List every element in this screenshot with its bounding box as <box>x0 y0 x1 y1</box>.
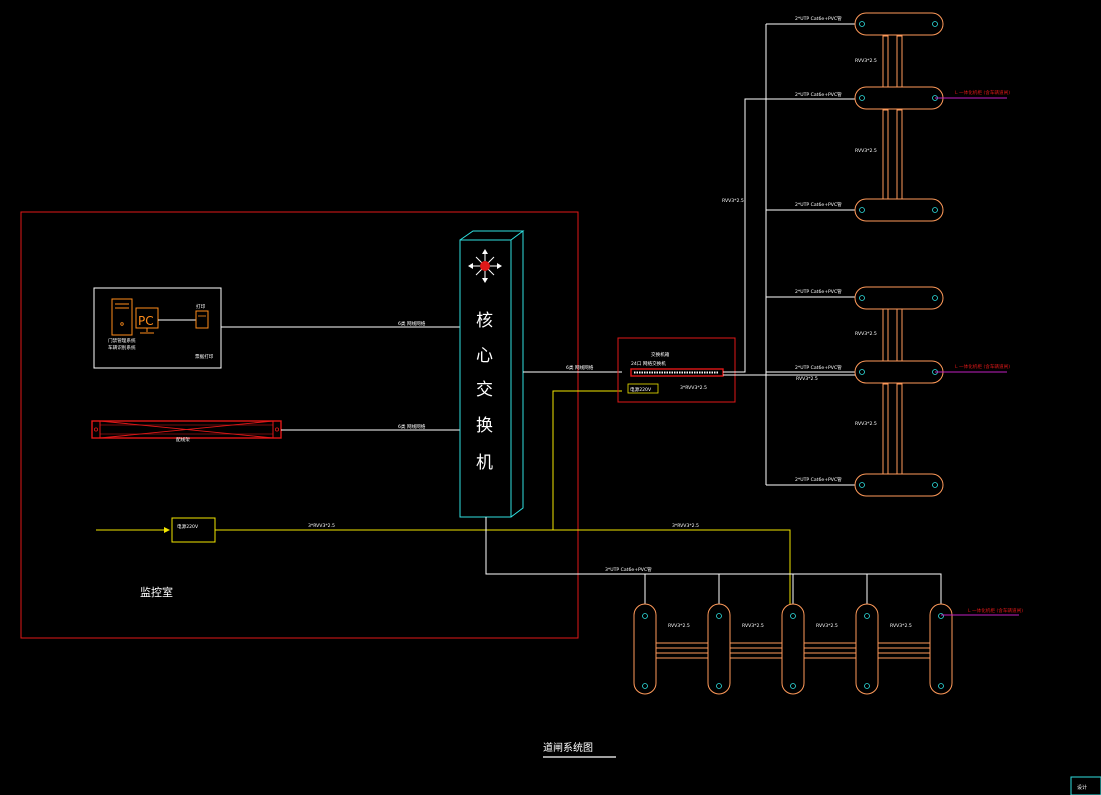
power-cable-switch-box <box>552 390 622 530</box>
patch-panel-label: 配线架 <box>176 436 190 443</box>
gate-unit-c2[interactable] <box>707 603 731 695</box>
side-note-c: L 一体化机柜 (含车辆道闸) <box>968 607 1023 614</box>
rvv-label-b1: RVV3*2.5 <box>855 331 877 337</box>
power-label: 电源220V <box>177 523 199 530</box>
bottom-trunk-label: 3*UTP Cat6e+PVC管 <box>605 566 652 573</box>
bottom-trunk-line <box>485 517 942 604</box>
printer-icon <box>195 310 209 329</box>
corner-tag: 设计 <box>1077 784 1087 791</box>
gate-unit-c3[interactable] <box>781 603 805 695</box>
gate-unit-b3[interactable] <box>854 473 944 497</box>
branch-label-2: 2*UTP Cat6e+PVC管 <box>795 91 842 98</box>
switch-box-cable: 3*RVV3*2.5 <box>680 385 707 391</box>
gate-group-b[interactable] <box>854 286 944 497</box>
rvv-label-c4: RVV3*2.5 <box>890 623 912 629</box>
pc-label: PC <box>138 314 154 328</box>
gate-unit-b2[interactable] <box>854 360 944 384</box>
power-input <box>96 527 170 533</box>
network-hub-icon <box>468 249 502 283</box>
branch-label-4: 2*UTP Cat6e+PVC管 <box>795 288 842 295</box>
branch-label-1: 2*UTP Cat6e+PVC管 <box>795 15 842 22</box>
branch-label-5: 2*UTP Cat6e+PVC管 <box>795 364 842 371</box>
barrier-arm-a-posts <box>882 35 903 200</box>
core-switch[interactable]: 核 心 交 换 机 <box>459 230 525 518</box>
trunk-cable-label: RVV3*2.5 <box>722 198 744 204</box>
pc-tower-icon <box>111 298 133 336</box>
core-switch-char-5: 机 <box>476 453 493 473</box>
corner-tag-box <box>1070 776 1101 795</box>
pc-caption-1: 门禁管理系统 <box>108 337 136 344</box>
gate-group-c[interactable] <box>633 603 953 695</box>
power-cable-label-1: 3*RVV3*2.5 <box>308 523 335 529</box>
side-note-a: L 一体化机柜 (含车辆道闸) <box>955 89 1010 96</box>
core-switch-char-4: 换 <box>476 416 493 436</box>
switch-box-sub: 24口 网络交换机 <box>631 360 666 367</box>
power-supply-box[interactable] <box>171 517 216 543</box>
barrier-arm-b-posts <box>882 308 903 475</box>
monitor-room-boundary <box>20 211 579 639</box>
rvv-label-c3: RVV3*2.5 <box>816 623 838 629</box>
pc-monitor-icon: PC <box>135 307 159 334</box>
rvv-label-b2: RVV3*2.5 <box>855 421 877 427</box>
switch-box-power: 电源220V <box>630 386 652 393</box>
trunk-rvv-label: RVV3*2.5 <box>796 376 818 382</box>
branch-label-6: 2*UTP Cat6e+PVC管 <box>795 476 842 483</box>
rvv-label-c1: RVV3*2.5 <box>668 623 690 629</box>
link-label-1: 6类 网线网络 <box>398 320 426 327</box>
pc-workstation[interactable]: PC 打印 门禁管理系统 车辆识别系统 票据打印 <box>93 287 222 369</box>
core-switch-char-1: 核 <box>476 311 493 331</box>
power-cable-label-2: 3*RVV3*2.5 <box>672 523 699 529</box>
trunk-line-upper <box>723 98 855 373</box>
link-label-2: 6类 网线网络 <box>398 423 426 430</box>
link-label-3: 6类 网线网络 <box>566 364 594 371</box>
switch-box[interactable] <box>617 337 736 403</box>
printer-caption: 票据打印 <box>195 353 214 360</box>
patch-panel-rack[interactable] <box>91 420 282 439</box>
gate-unit-c1[interactable] <box>633 603 657 695</box>
side-note-b: L 一体化机柜 (含车辆道闸) <box>955 363 1010 370</box>
rvv-label-a2: RVV3*2.5 <box>855 148 877 154</box>
diagram-title: 道闸系统图 <box>543 741 593 754</box>
gate-group-a[interactable] <box>854 12 944 222</box>
monitor-room-label: 监控室 <box>140 585 173 599</box>
rvv-label-a1: RVV3*2.5 <box>855 58 877 64</box>
gate-unit-a2[interactable] <box>854 86 944 110</box>
core-switch-char-2: 心 <box>476 346 493 366</box>
switch-box-title: 交换机箱 <box>651 351 670 358</box>
pc-caption-2: 车辆识别系统 <box>108 344 136 351</box>
branch-label-3: 2*UTP Cat6e+PVC管 <box>795 201 842 208</box>
core-switch-char-3: 交 <box>476 380 493 400</box>
gate-unit-b1[interactable] <box>854 286 944 310</box>
printer-label: 打印 <box>196 303 206 310</box>
gate-unit-c5[interactable] <box>929 603 953 695</box>
rvv-label-c2: RVV3*2.5 <box>742 623 764 629</box>
gate-unit-a3[interactable] <box>854 198 944 222</box>
gate-unit-a1[interactable] <box>854 12 944 36</box>
power-cable-main <box>215 529 791 605</box>
switch-box-power-box <box>627 383 659 394</box>
gate-unit-c4[interactable] <box>855 603 879 695</box>
